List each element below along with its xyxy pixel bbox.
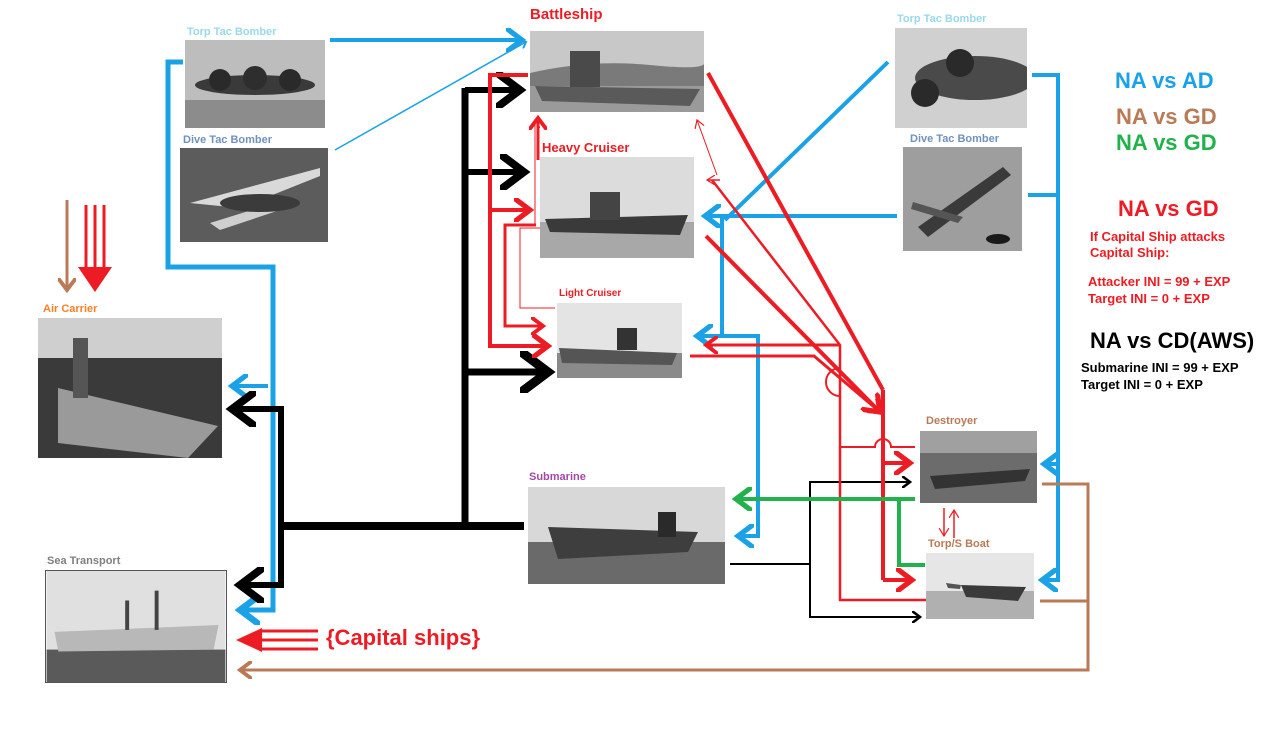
legend-red-rule-1: If Capital Ship attacks [1090,229,1226,244]
legend-red-attacker: Attacker INI = 99 + EXP [1088,274,1231,289]
label-sea-transport: Sea Transport [47,555,121,567]
blue-bracket-left [165,59,276,610]
triple-red-arrow-transport [236,628,318,652]
label-dive-tac-bomber-left: Dive Tac Bomber [183,134,273,146]
submarine-photo [528,487,725,584]
label-light-cruiser: Light Cruiser [559,288,622,299]
torpedo-bomber-photo [185,40,325,128]
label-heavy-cruiser: Heavy Cruiser [542,140,630,155]
light-cruiser-photo [557,303,682,378]
label-submarine: Submarine [529,471,586,483]
arrow-to-torp-boat-black [809,564,920,617]
legend-black-target: Target INI = 0 + EXP [1081,377,1203,392]
arrow-to-submarine-blue [722,334,760,536]
blue-bracket-right [1032,73,1060,580]
capital-ship-attack-arrows [488,72,954,602]
arrow-to-transport-black [240,526,284,585]
arrow-to-carrier-black [232,409,284,526]
arrow-to-destroyer-black [809,482,910,564]
aircraft-carrier-photo [38,318,222,458]
capital-ships-label: {Capital ships} [326,625,481,650]
label-dive-tac-bomber-right: Dive Tac Bomber [910,133,1000,145]
legend-red-target: Target INI = 0 + EXP [1088,291,1210,306]
legend-brown-vs-gd: NA vs GD [1116,104,1217,129]
label-torp-tac-bomber-right: Torp Tac Bomber [897,13,987,25]
dive-bomber-photo [180,148,328,242]
submarine-attack-arrows [232,88,920,617]
torpedo-boat-photo [926,553,1034,619]
arrow-dive-to-battleship [334,42,526,151]
battleship-photo [530,31,704,112]
label-torp-s-boat: Torp/S Boat [928,538,990,550]
green-attack-arrows [736,499,925,567]
legend-black-submarine: Submarine INI = 99 + EXP [1081,360,1239,375]
legend-red-vs-gd: NA vs GD [1118,196,1219,221]
label-air-carrier: Air Carrier [43,303,98,315]
label-battleship: Battleship [530,6,603,23]
legend-black-vs-cd: NA vs CD(AWS) [1090,328,1255,353]
legend-air-vs-ad: NA vs AD [1115,68,1214,93]
brown-attack-arrows [67,200,1090,670]
heavy-cruiser-photo [540,157,694,258]
transport-ship-photo [45,570,227,683]
air-attack-arrows-left [165,40,526,610]
label-torp-tac-bomber-left: Torp Tac Bomber [187,26,277,38]
legend-red-rule-2: Capital Ship: [1090,245,1170,260]
label-destroyer: Destroyer [926,415,978,427]
air-attack-arrows-right [697,60,1060,580]
destroyer-photo [920,431,1037,503]
legend-green-vs-gd: NA vs GD [1116,130,1217,155]
triple-red-arrow-carrier [78,205,112,292]
torpedo-bomber-photo [895,28,1027,128]
dive-bomber-photo [903,147,1022,251]
